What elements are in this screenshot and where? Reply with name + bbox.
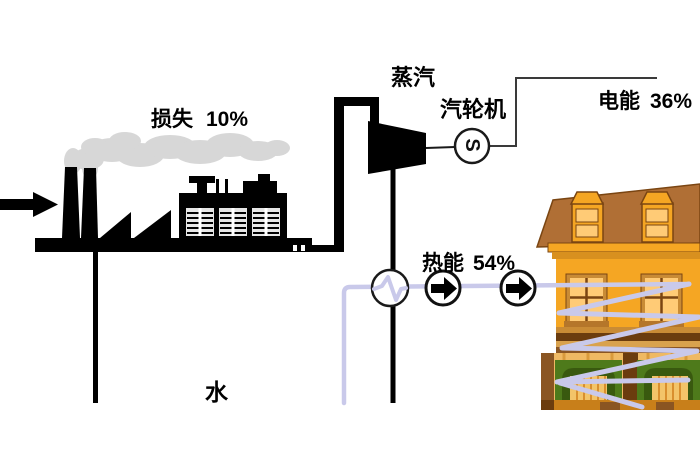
house-illustration xyxy=(535,183,700,410)
boiler-steam-pipe xyxy=(334,97,379,252)
loss-label: 损失 10% xyxy=(151,103,248,133)
water-label: 水 xyxy=(205,379,228,405)
heat-percent: 54% xyxy=(473,252,516,275)
radiator-zigzag-pipe xyxy=(554,281,700,410)
fuel-input-arrow xyxy=(0,192,58,217)
flow-arrow-icon-2 xyxy=(499,269,537,307)
generator-symbol: S xyxy=(461,138,483,152)
loss-name: 损失 xyxy=(151,108,193,131)
turbine-icon xyxy=(368,121,426,174)
turbine-shaft-line xyxy=(425,146,456,149)
factory-windows xyxy=(186,208,280,236)
heat-exchanger-icon xyxy=(370,268,410,308)
electric-name: 电能 xyxy=(598,90,640,113)
heat-supply-pipe xyxy=(341,281,692,406)
generator-icon xyxy=(453,127,491,165)
electric-label: 电能 36% xyxy=(598,85,692,115)
electric-transmission-line xyxy=(489,77,657,147)
turbine-label: 汽轮机 xyxy=(440,97,507,122)
smoke-cloud-icon xyxy=(64,132,290,179)
loss-percent: 10% xyxy=(206,108,249,131)
steam-label: 蒸汽 xyxy=(391,65,436,90)
electric-percent: 36% xyxy=(650,90,693,113)
heat-name: 热能 xyxy=(422,252,464,275)
heat-label: 热能 54% xyxy=(422,247,515,277)
flow-arrow-icon-1 xyxy=(424,269,462,307)
factory-base-notches xyxy=(293,245,305,251)
